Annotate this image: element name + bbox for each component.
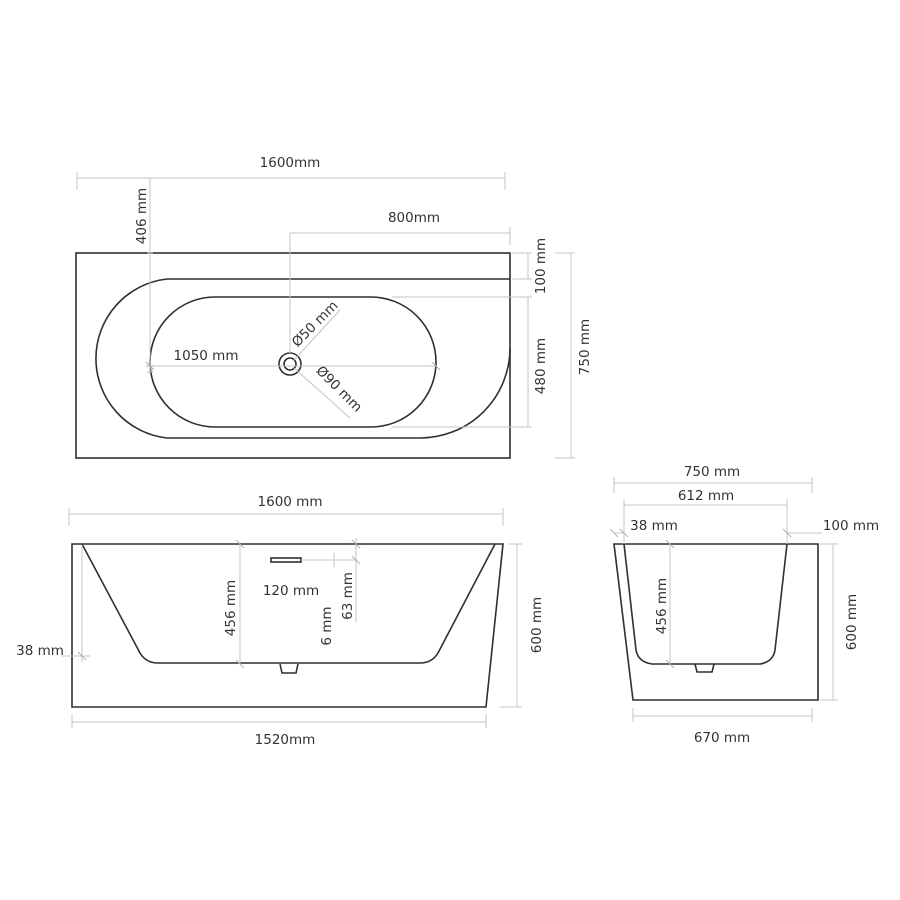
top-view-rim-outline [95,278,511,439]
overflow-diameter-leader [293,367,351,419]
side-waste [694,663,715,673]
front-height-label: 600 mm [529,597,545,653]
side-width-label: 750 mm [684,464,740,480]
front-view: 1600 mm 1520mm 38 mm 456 mm 120 mm 6 mm … [16,494,545,748]
front-wall-label: 38 mm [16,643,64,659]
rim-width-label: 100 mm [533,238,549,294]
side-wall-left-label: 38 mm [630,518,678,534]
front-view-outline [71,543,504,708]
drain-diameter-label: Ø50 mm [289,298,342,351]
side-height-label: 600 mm [844,594,860,650]
side-view: 750 mm 612 mm 38 mm 100 mm 456 mm 600 mm… [609,464,879,746]
side-inner-label: 612 mm [678,488,734,504]
front-base-label: 1520mm [255,732,316,748]
top-view-length-label: 1600mm [260,155,321,171]
front-depth-label: 456 mm [223,580,239,636]
top-view: 1600mm 406 mm 800mm 100 mm 750 mm 480 mm… [75,155,593,459]
drain-inner-ring [283,357,297,371]
overflow-height-label: 6 mm [319,606,335,645]
drain-diameter-leader [293,309,341,361]
top-view-ticks [145,252,441,373]
basin-length-label: 1050 mm [174,348,239,364]
side-view-ticks [609,528,792,669]
front-waste [279,663,299,674]
side-view-outline [613,543,819,701]
side-view-basin [623,543,788,665]
front-length-label: 1600 mm [258,494,323,510]
front-overflow [270,557,302,563]
drain-offset-label: 406 mm [134,188,150,244]
side-depth-label: 456 mm [654,578,670,634]
overflow-from-rim-label: 63 mm [340,572,356,620]
basin-width-label: 480 mm [533,338,549,394]
overflow-width-label: 120 mm [263,583,319,599]
side-wall-right-label: 100 mm [823,518,879,534]
front-view-ticks [77,539,361,669]
front-view-basin [81,543,496,664]
drain-to-end-label: 800mm [388,210,440,226]
top-width-label: 750 mm [577,319,593,375]
side-base-label: 670 mm [694,730,750,746]
